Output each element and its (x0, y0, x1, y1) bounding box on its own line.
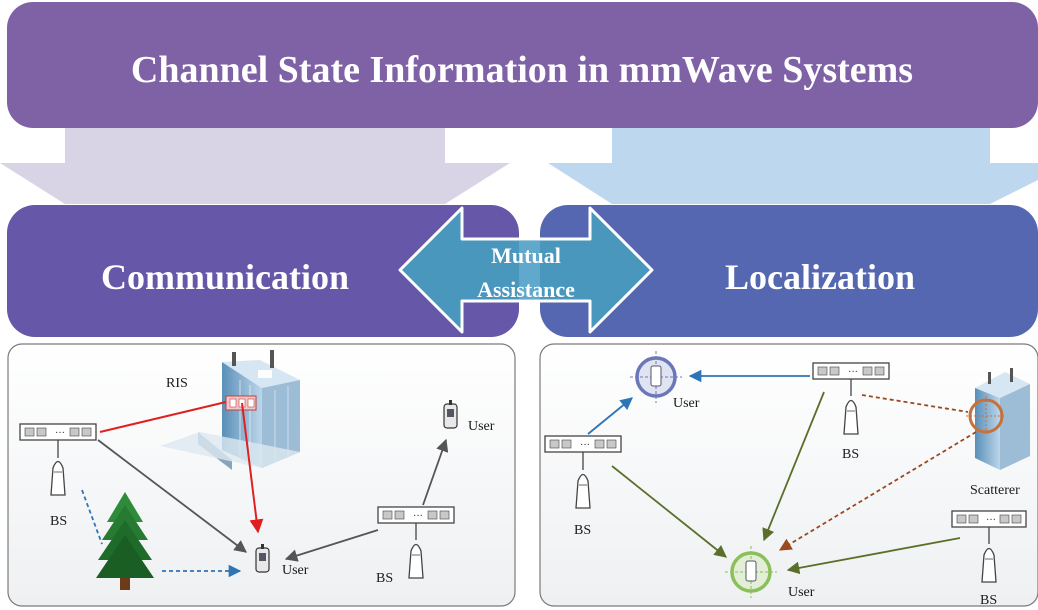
tree-icon (96, 492, 154, 590)
title-bar (7, 2, 1038, 128)
bs-left-loc-label: BS (574, 523, 591, 538)
bs-antenna-right: ··· (377, 506, 455, 579)
bs-antenna-left-loc: ··· (544, 435, 622, 509)
link-bs-to-ris (99, 401, 227, 433)
link-right-bs-to-bottom-user (786, 537, 961, 575)
svg-text:···: ··· (986, 515, 996, 526)
scatterer-building (966, 368, 1030, 470)
link-bs-right-to-top-user (422, 438, 449, 506)
target-icon-bottom-user (725, 546, 777, 598)
mutual-label-line1: Mutual (491, 243, 561, 268)
bs-antenna-top: ··· (812, 362, 890, 435)
mutual-arrow-overlap (519, 241, 540, 299)
bs-antenna-right-loc: ··· (951, 510, 1027, 583)
phone-icon-top-user (443, 400, 458, 429)
communication-header (7, 205, 519, 337)
communication-label: Communication (101, 257, 349, 297)
mutual-label-line2: Assistance (477, 277, 575, 302)
svg-text:···: ··· (848, 367, 858, 378)
link-ris-to-user (241, 402, 264, 534)
user-top-label: User (468, 419, 495, 434)
user-center-label: User (282, 563, 309, 578)
svg-text:···: ··· (55, 428, 65, 439)
localization-panel (539, 343, 1038, 607)
link-scatterer-to-bottom-user (778, 431, 977, 551)
bs-left-label: BS (50, 514, 67, 529)
left-funnel (0, 128, 510, 204)
link-bs-right-to-user (284, 529, 379, 562)
link-top-bs-to-bottom-user (762, 391, 825, 542)
page-title: Channel State Information in mmWave Syst… (131, 49, 913, 91)
link-top-bs-to-scatterer (861, 394, 969, 413)
bs-top-label: BS (842, 447, 859, 462)
localization-header (540, 205, 1038, 337)
scatterer-label: Scatterer (970, 483, 1020, 498)
link-left-bs-to-bottom-user (611, 465, 727, 558)
bs-right-loc-label: BS (980, 593, 997, 608)
link-left-bs-to-top-user (587, 397, 633, 435)
localization-label: Localization (725, 257, 915, 297)
bs-right-label: BS (376, 571, 393, 586)
link-bs-to-tree (81, 489, 103, 545)
bs-antenna-left: ··· (19, 423, 97, 496)
link-bs-to-user-direct (97, 439, 248, 553)
ris-building (160, 350, 300, 470)
user-top-loc-label: User (673, 396, 700, 411)
phone-icon-center-user (255, 544, 270, 573)
user-bottom-loc-label: User (788, 585, 815, 600)
svg-text:···: ··· (413, 511, 423, 522)
right-funnel (548, 128, 1038, 204)
ris-label: RIS (166, 376, 188, 391)
svg-text:···: ··· (580, 440, 590, 451)
target-icon-top-user (630, 351, 682, 403)
